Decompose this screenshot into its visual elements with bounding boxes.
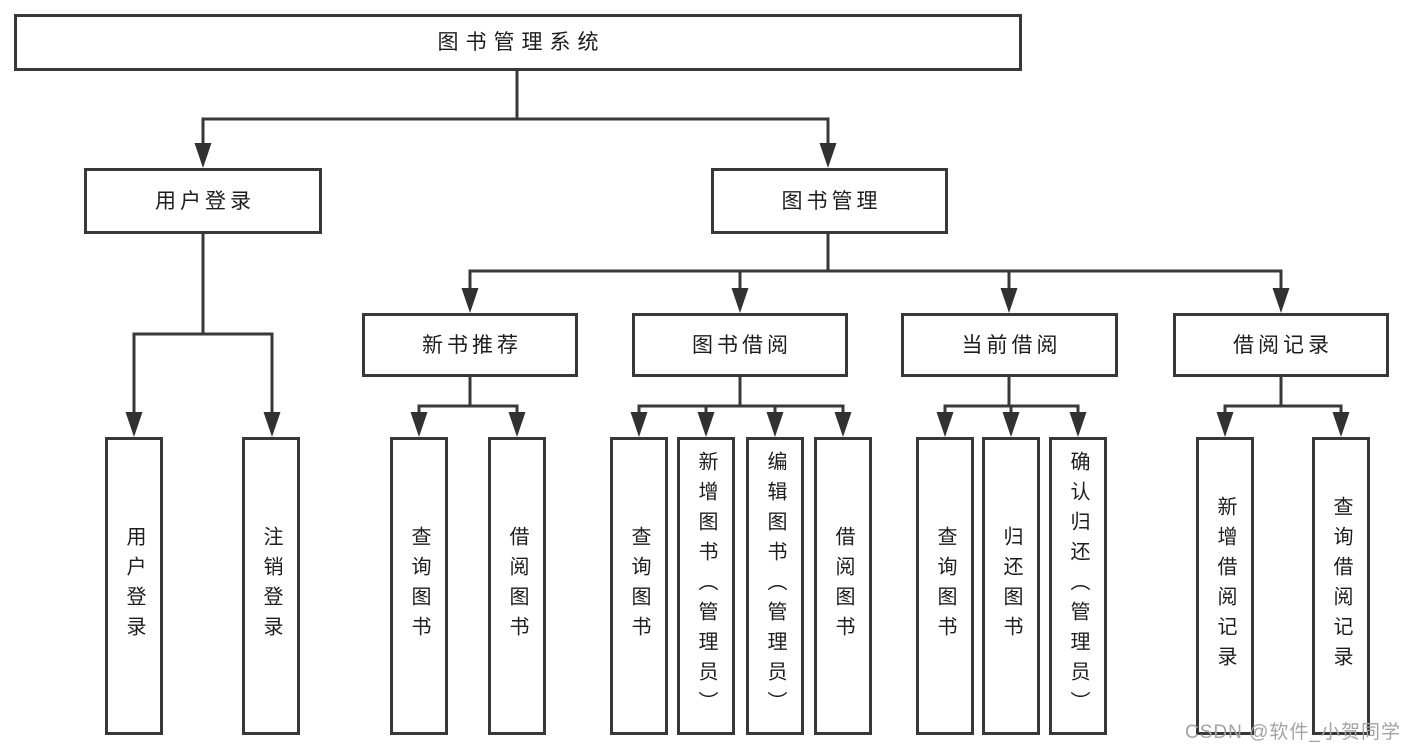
node-new-book-recommend-label: 新书推荐: [422, 333, 522, 357]
leaf-confirm-return-admin-label: 确认归还（管理员）: [1067, 451, 1089, 721]
leaf-query-books-3-label: 查询图书: [934, 526, 956, 646]
leaf-borrow-books-2: 借阅图书: [814, 437, 872, 735]
leaf-borrow-books-1-label: 借阅图书: [506, 526, 528, 646]
node-new-book-recommend: 新书推荐: [362, 313, 578, 377]
watermark: CSDN @软件_小贺同学: [1185, 722, 1401, 743]
leaf-query-books-1: 查询图书: [390, 437, 448, 735]
node-book-borrow: 图书借阅: [632, 313, 848, 377]
leaf-query-borrow-record: 查询借阅记录: [1312, 437, 1370, 735]
leaf-edit-book-admin-label: 编辑图书（管理员）: [764, 451, 786, 721]
leaf-logout-label: 注销登录: [260, 526, 282, 646]
leaf-user-login-label: 用户登录: [123, 526, 145, 646]
leaf-add-book-admin-label: 新增图书（管理员）: [695, 451, 717, 721]
leaf-borrow-books-2-label: 借阅图书: [832, 526, 854, 646]
leaf-add-borrow-record: 新增借阅记录: [1196, 437, 1254, 735]
node-book-borrow-label: 图书借阅: [692, 333, 792, 357]
leaf-query-books-3: 查询图书: [916, 437, 974, 735]
node-current-borrow: 当前借阅: [901, 313, 1118, 377]
node-root-system: 图书管理系统: [14, 14, 1022, 71]
node-user-login-label: 用户登录: [155, 189, 255, 213]
leaf-query-borrow-record-label: 查询借阅记录: [1330, 496, 1352, 676]
leaf-confirm-return-admin: 确认归还（管理员）: [1049, 437, 1107, 735]
node-book-management: 图书管理: [711, 168, 948, 234]
leaf-return-book-label: 归还图书: [1000, 526, 1022, 646]
leaf-query-books-2: 查询图书: [610, 437, 668, 735]
arrowhead-icons: [125, 143, 1350, 437]
leaf-query-books-2-label: 查询图书: [628, 526, 650, 646]
leaf-user-login: 用户登录: [105, 437, 163, 735]
node-root-label: 图书管理系统: [437, 31, 606, 54]
leaf-logout: 注销登录: [242, 437, 300, 735]
node-borrow-records: 借阅记录: [1173, 313, 1389, 377]
leaf-borrow-books-1: 借阅图书: [488, 437, 546, 735]
node-current-borrow-label: 当前借阅: [961, 333, 1062, 357]
leaf-add-borrow-record-label: 新增借阅记录: [1214, 496, 1236, 676]
node-book-management-label: 图书管理: [781, 189, 882, 213]
node-user-login: 用户登录: [84, 168, 322, 234]
leaf-add-book-admin: 新增图书（管理员）: [677, 437, 735, 735]
node-borrow-records-label: 借阅记录: [1233, 333, 1333, 357]
leaf-return-book: 归还图书: [982, 437, 1040, 735]
leaf-query-books-1-label: 查询图书: [408, 526, 430, 646]
leaf-edit-book-admin: 编辑图书（管理员）: [746, 437, 804, 735]
